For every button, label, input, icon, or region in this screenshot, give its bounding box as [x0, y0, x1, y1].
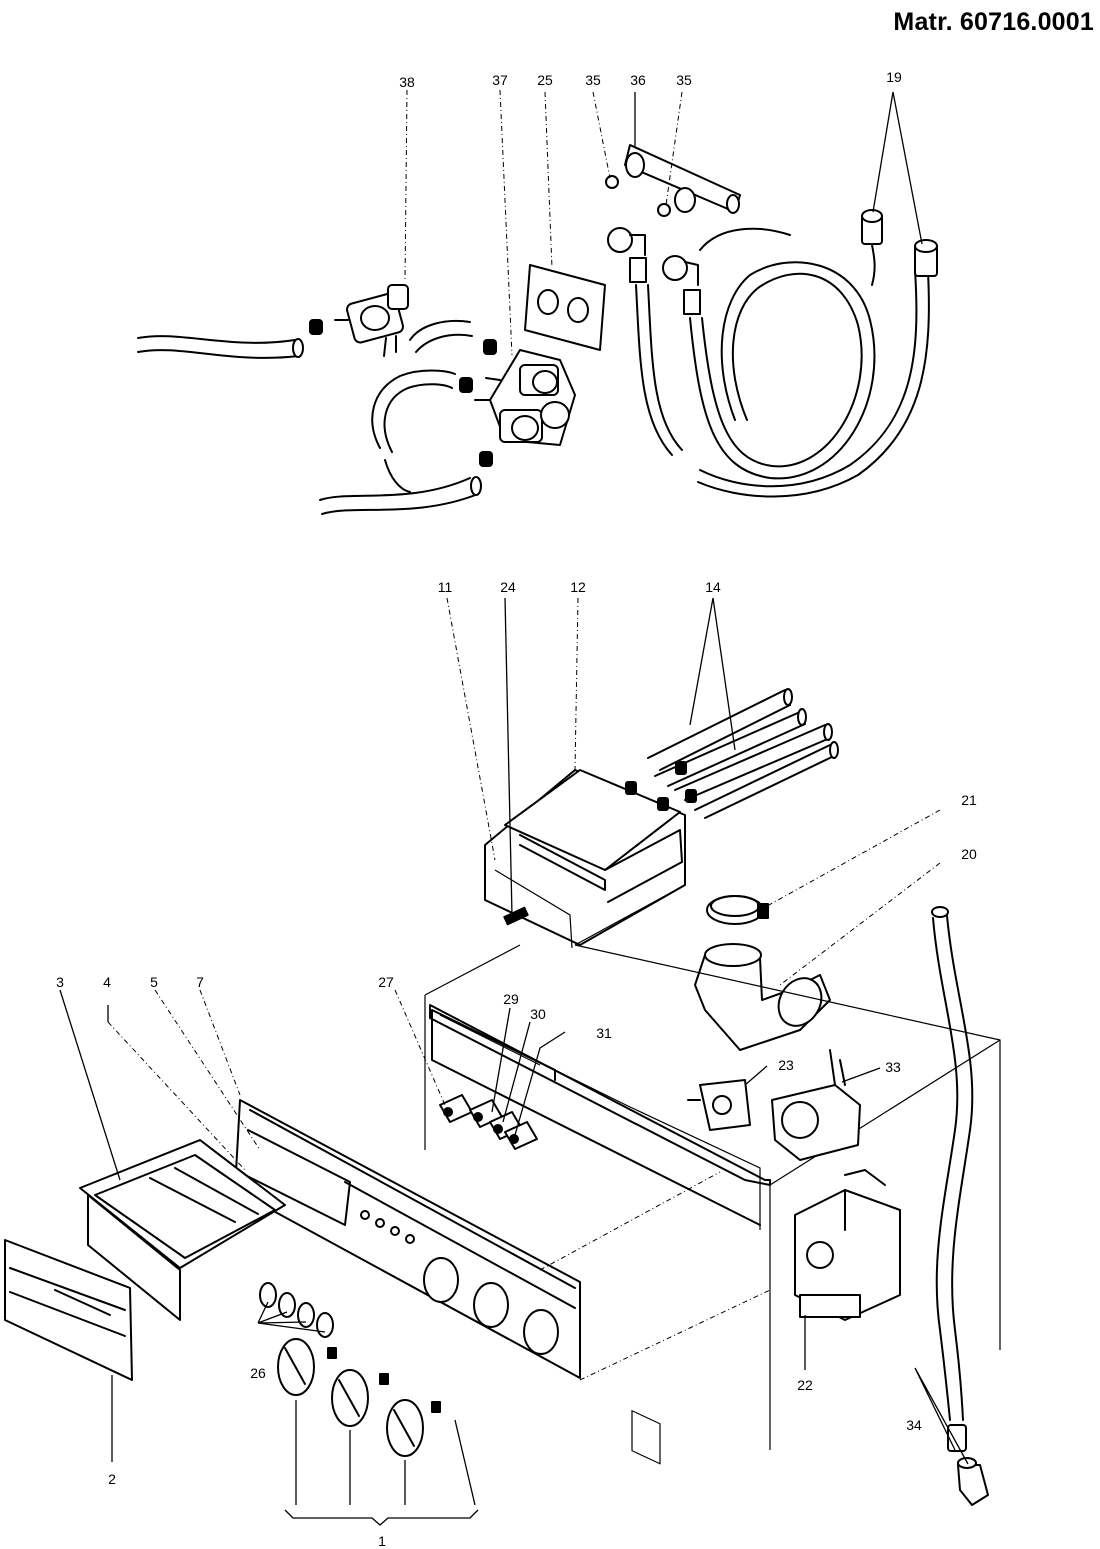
callout-11: 11 — [438, 579, 453, 595]
y-connector — [605, 144, 741, 217]
drain-hose — [931, 906, 989, 1506]
detergent-drawer — [79, 1139, 286, 1321]
callout-7: 7 — [196, 974, 204, 990]
callout-21: 21 — [961, 792, 977, 808]
callout-31: 31 — [596, 1025, 612, 1041]
sump-elbow — [694, 943, 831, 1051]
callout-labels: 38 37 25 35 36 35 19 11 24 12 14 21 20 3… — [56, 69, 977, 1549]
pressure-switch — [687, 1079, 751, 1131]
callout-33: 33 — [885, 1059, 901, 1075]
indicator-lenses — [259, 1282, 334, 1338]
callout-36: 36 — [630, 72, 646, 88]
callout-35-right: 35 — [676, 72, 692, 88]
dispenser-hoses — [625, 688, 839, 819]
callout-24: 24 — [500, 579, 516, 595]
drain-pump — [771, 1049, 861, 1161]
callout-30: 30 — [530, 1006, 546, 1022]
hose-clamp-ring — [706, 895, 769, 925]
callout-5: 5 — [150, 974, 158, 990]
callout-29: 29 — [503, 991, 519, 1007]
callout-26: 26 — [250, 1365, 266, 1381]
callout-19: 19 — [886, 69, 902, 85]
callout-14: 14 — [705, 579, 721, 595]
valve-gasket-plate — [524, 264, 606, 351]
callout-1: 1 — [378, 1533, 386, 1549]
inlet-hoses-coiled — [635, 227, 930, 498]
inlet-hose-left — [137, 335, 482, 515]
callout-25: 25 — [537, 72, 553, 88]
callout-35-left: 35 — [585, 72, 601, 88]
callout-22: 22 — [797, 1377, 813, 1393]
callout-4: 4 — [103, 974, 111, 990]
programmer-timer — [794, 1169, 901, 1321]
callout-2: 2 — [108, 1471, 116, 1487]
callout-12: 12 — [570, 579, 586, 595]
inlet-hoses-middle — [371, 319, 473, 493]
callout-34: 34 — [906, 1417, 922, 1433]
callout-27: 27 — [378, 974, 394, 990]
callout-3: 3 — [56, 974, 64, 990]
control-panel-fascia — [234, 1099, 581, 1379]
solenoid-valve-double — [459, 339, 576, 467]
control-knobs — [277, 1338, 441, 1457]
callout-37: 37 — [492, 72, 508, 88]
drawer-front-panel — [4, 1239, 133, 1381]
dispenser-housing — [484, 769, 686, 949]
inlet-hose-fittings — [607, 227, 701, 315]
document-number: Matr. 60716.0001 — [893, 8, 1094, 36]
washer-cabinet-outline — [424, 944, 1001, 1465]
callout-23: 23 — [778, 1057, 794, 1073]
callout-20: 20 — [961, 846, 977, 862]
callout-38: 38 — [399, 74, 415, 90]
solenoid-valve-single — [309, 284, 409, 357]
inlet-hose-nuts — [861, 209, 938, 277]
control-switches — [439, 1094, 538, 1150]
leader-lines — [59, 89, 969, 1526]
